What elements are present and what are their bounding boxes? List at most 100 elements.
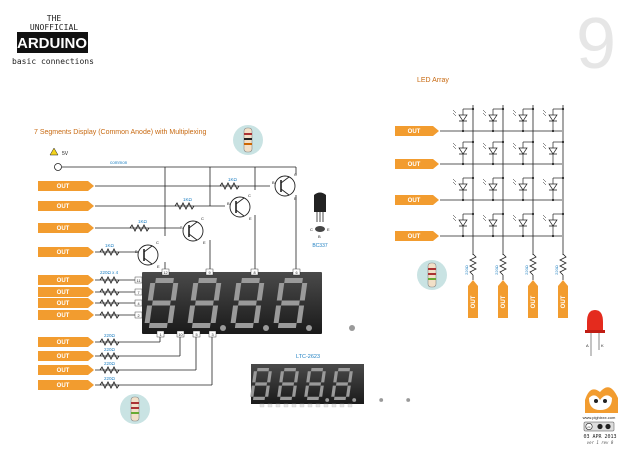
led-icon: [512, 107, 535, 133]
out-tag: OUT: [38, 310, 94, 320]
supply-5v: 5V common: [49, 147, 128, 171]
segment: [198, 278, 217, 283]
pin: [323, 403, 329, 408]
supply-terminal-icon: [54, 163, 62, 171]
transistor-icon: [274, 175, 296, 197]
wires: [62, 166, 297, 386]
svg-text:5: 5: [195, 333, 197, 337]
segment: [148, 323, 168, 328]
out-tag: OUT: [38, 181, 94, 191]
out-tag: OUT: [38, 380, 94, 390]
svg-text:220Ω: 220Ω: [104, 347, 116, 352]
pin: [315, 403, 321, 408]
mascot-logo-icon: [585, 387, 618, 413]
led-array-title: LED Array: [417, 77, 449, 84]
segment: [253, 305, 262, 323]
segment: [210, 305, 219, 323]
led-icon: [512, 212, 535, 238]
svg-text:B: B: [272, 180, 275, 185]
small-display-pins: [259, 403, 353, 408]
segment: [346, 385, 351, 397]
led-icon: [542, 140, 565, 166]
segment: [306, 396, 320, 400]
brand-badge: [17, 32, 88, 53]
out-tag: OUT: [38, 351, 94, 361]
out-tag: OUT: [38, 337, 94, 347]
cc-icon: [585, 422, 593, 430]
svg-text:220Ω: 220Ω: [104, 361, 116, 366]
segment: [191, 323, 211, 328]
segment: [252, 396, 266, 400]
out-label: OUT: [57, 290, 70, 296]
segment: [304, 385, 310, 397]
pin: [259, 403, 265, 408]
led-icon: [542, 212, 565, 238]
pin: [275, 403, 281, 408]
segment: [233, 283, 242, 301]
segment: [190, 283, 199, 301]
segment: [273, 305, 282, 323]
sa-icon: [605, 423, 611, 430]
segment: [241, 278, 260, 283]
segment: [267, 371, 272, 383]
svg-text:8: 8: [253, 271, 255, 275]
pin: [299, 403, 305, 408]
out-label: OUT: [57, 383, 70, 389]
column-resistor: [469, 253, 477, 276]
svg-text:12: 12: [163, 271, 167, 275]
segment: [299, 283, 308, 301]
out-label: OUT: [57, 301, 70, 307]
segment: [195, 300, 214, 306]
digit-glyph: [230, 278, 312, 331]
resistor-badge-icon: [417, 260, 447, 290]
transistor-icon: [137, 244, 159, 266]
svg-text:E: E: [294, 196, 297, 201]
out-tag: OUT: [395, 126, 439, 136]
svg-text:cc: cc: [588, 425, 592, 429]
svg-text:common: common: [110, 160, 128, 165]
bc337-package-icon: C E B BC337: [310, 192, 330, 249]
column-resistor: [499, 253, 507, 276]
segment: [348, 371, 353, 383]
segment: [155, 278, 174, 283]
segment: [252, 371, 258, 383]
segment: [277, 385, 283, 397]
segment: [256, 283, 265, 301]
out-label: OUT: [57, 226, 70, 232]
segment: [282, 382, 295, 386]
out-label: OUT: [501, 295, 507, 308]
segment: [255, 382, 268, 386]
out-tag: OUT: [38, 298, 94, 308]
seven-seg-title: 7 Segments Display (Common Anode) with M…: [34, 129, 206, 136]
segment: [279, 371, 285, 383]
digit-glyph: [144, 278, 226, 331]
out-label: OUT: [57, 184, 70, 190]
out-tag: OUT: [498, 280, 508, 318]
segment: [309, 382, 322, 386]
segment: [144, 305, 153, 323]
out-label: OUT: [57, 250, 70, 256]
decimal-point: [325, 398, 330, 402]
segment: [284, 368, 297, 372]
decimal-point: [263, 325, 269, 331]
segment: [257, 368, 270, 372]
svg-text:B: B: [227, 201, 230, 206]
transistor-icon: [182, 220, 204, 242]
svg-text:1KΩ: 1KΩ: [228, 177, 238, 182]
svg-text:4: 4: [137, 302, 139, 306]
led-icon: [452, 212, 475, 238]
svg-text:1: 1: [159, 333, 161, 337]
svg-text:1KΩ: 1KΩ: [138, 219, 148, 224]
out-tag: OUT: [38, 201, 94, 211]
segment: [281, 300, 300, 306]
led-icon: [482, 107, 505, 133]
pin: [283, 403, 289, 408]
out-label: OUT: [408, 234, 421, 240]
svg-text:K: K: [601, 343, 604, 348]
out-label: OUT: [471, 295, 477, 308]
resistor-label: 220Ω: [494, 265, 499, 275]
out-label: OUT: [408, 129, 421, 135]
